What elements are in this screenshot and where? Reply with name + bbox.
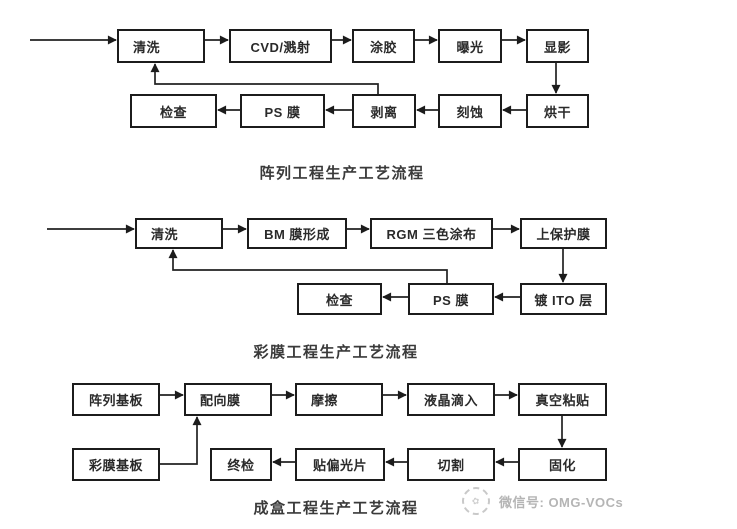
flow-box-ito-plating: 镀 ITO 层 [520,283,607,315]
flow-box-cf-substrate: 彩膜基板 [72,448,160,481]
flow-box-bm-film-formation: BM 膜形成 [247,218,347,249]
flow-box-inspection-1: 检查 [130,94,217,128]
flow-box-array-substrate: 阵列基板 [72,383,160,416]
flow-box-inspection-2: 检查 [297,283,382,315]
chart-title-array-process: 阵列工程生产工艺流程 [259,165,425,182]
flow-box-cutting: 切割 [407,448,495,481]
chart-title-cell-assembly-process: 成盒工程生产工艺流程 [253,500,419,517]
wechat-stamp-icon: ✿ [459,484,493,518]
flow-box-cvd-sputtering: CVD/溅射 [229,29,332,63]
watermark-text: 微信号: OMG-VOCs [499,494,624,510]
flow-box-lc-dropping: 液晶滴入 [407,383,495,416]
flow-box-cleaning-2: 清洗 [135,218,223,249]
flow-box-resist-coating: 涂胶 [352,29,415,63]
flow-box-etching: 刻蚀 [438,94,502,128]
arrow-cfsub-to-alignment [160,416,202,465]
arrow-feedback-stripping-to-cleaning [150,63,379,94]
flow-box-final-inspection: 终检 [210,448,272,481]
flow-box-exposure: 曝光 [438,29,502,63]
watermark: ✿ 微信号: OMG-VOCs [459,484,624,518]
flow-box-polarizer-attachment: 贴偏光片 [295,448,385,481]
flow-box-rubbing: 摩擦 [295,383,383,416]
flow-box-ps-film-2: PS 膜 [408,283,494,315]
arrow-feedback-psfilm-to-cleaning [168,249,448,283]
flow-box-protective-film: 上保护膜 [520,218,607,249]
flow-box-alignment-film: 配向膜 [184,383,272,416]
flow-box-curing: 固化 [518,448,607,481]
flow-box-ps-film-1: PS 膜 [240,94,325,128]
flow-box-stripping: 剥离 [352,94,416,128]
flow-box-drying: 烘干 [526,94,589,128]
flow-box-rgm-tricolor-coating: RGM 三色涂布 [370,218,493,249]
flow-box-vacuum-bonding: 真空粘贴 [518,383,607,416]
chart-title-color-filter-process: 彩膜工程生产工艺流程 [253,344,419,361]
flow-box-development: 显影 [526,29,589,63]
flow-box-cleaning-1: 清洗 [117,29,205,63]
